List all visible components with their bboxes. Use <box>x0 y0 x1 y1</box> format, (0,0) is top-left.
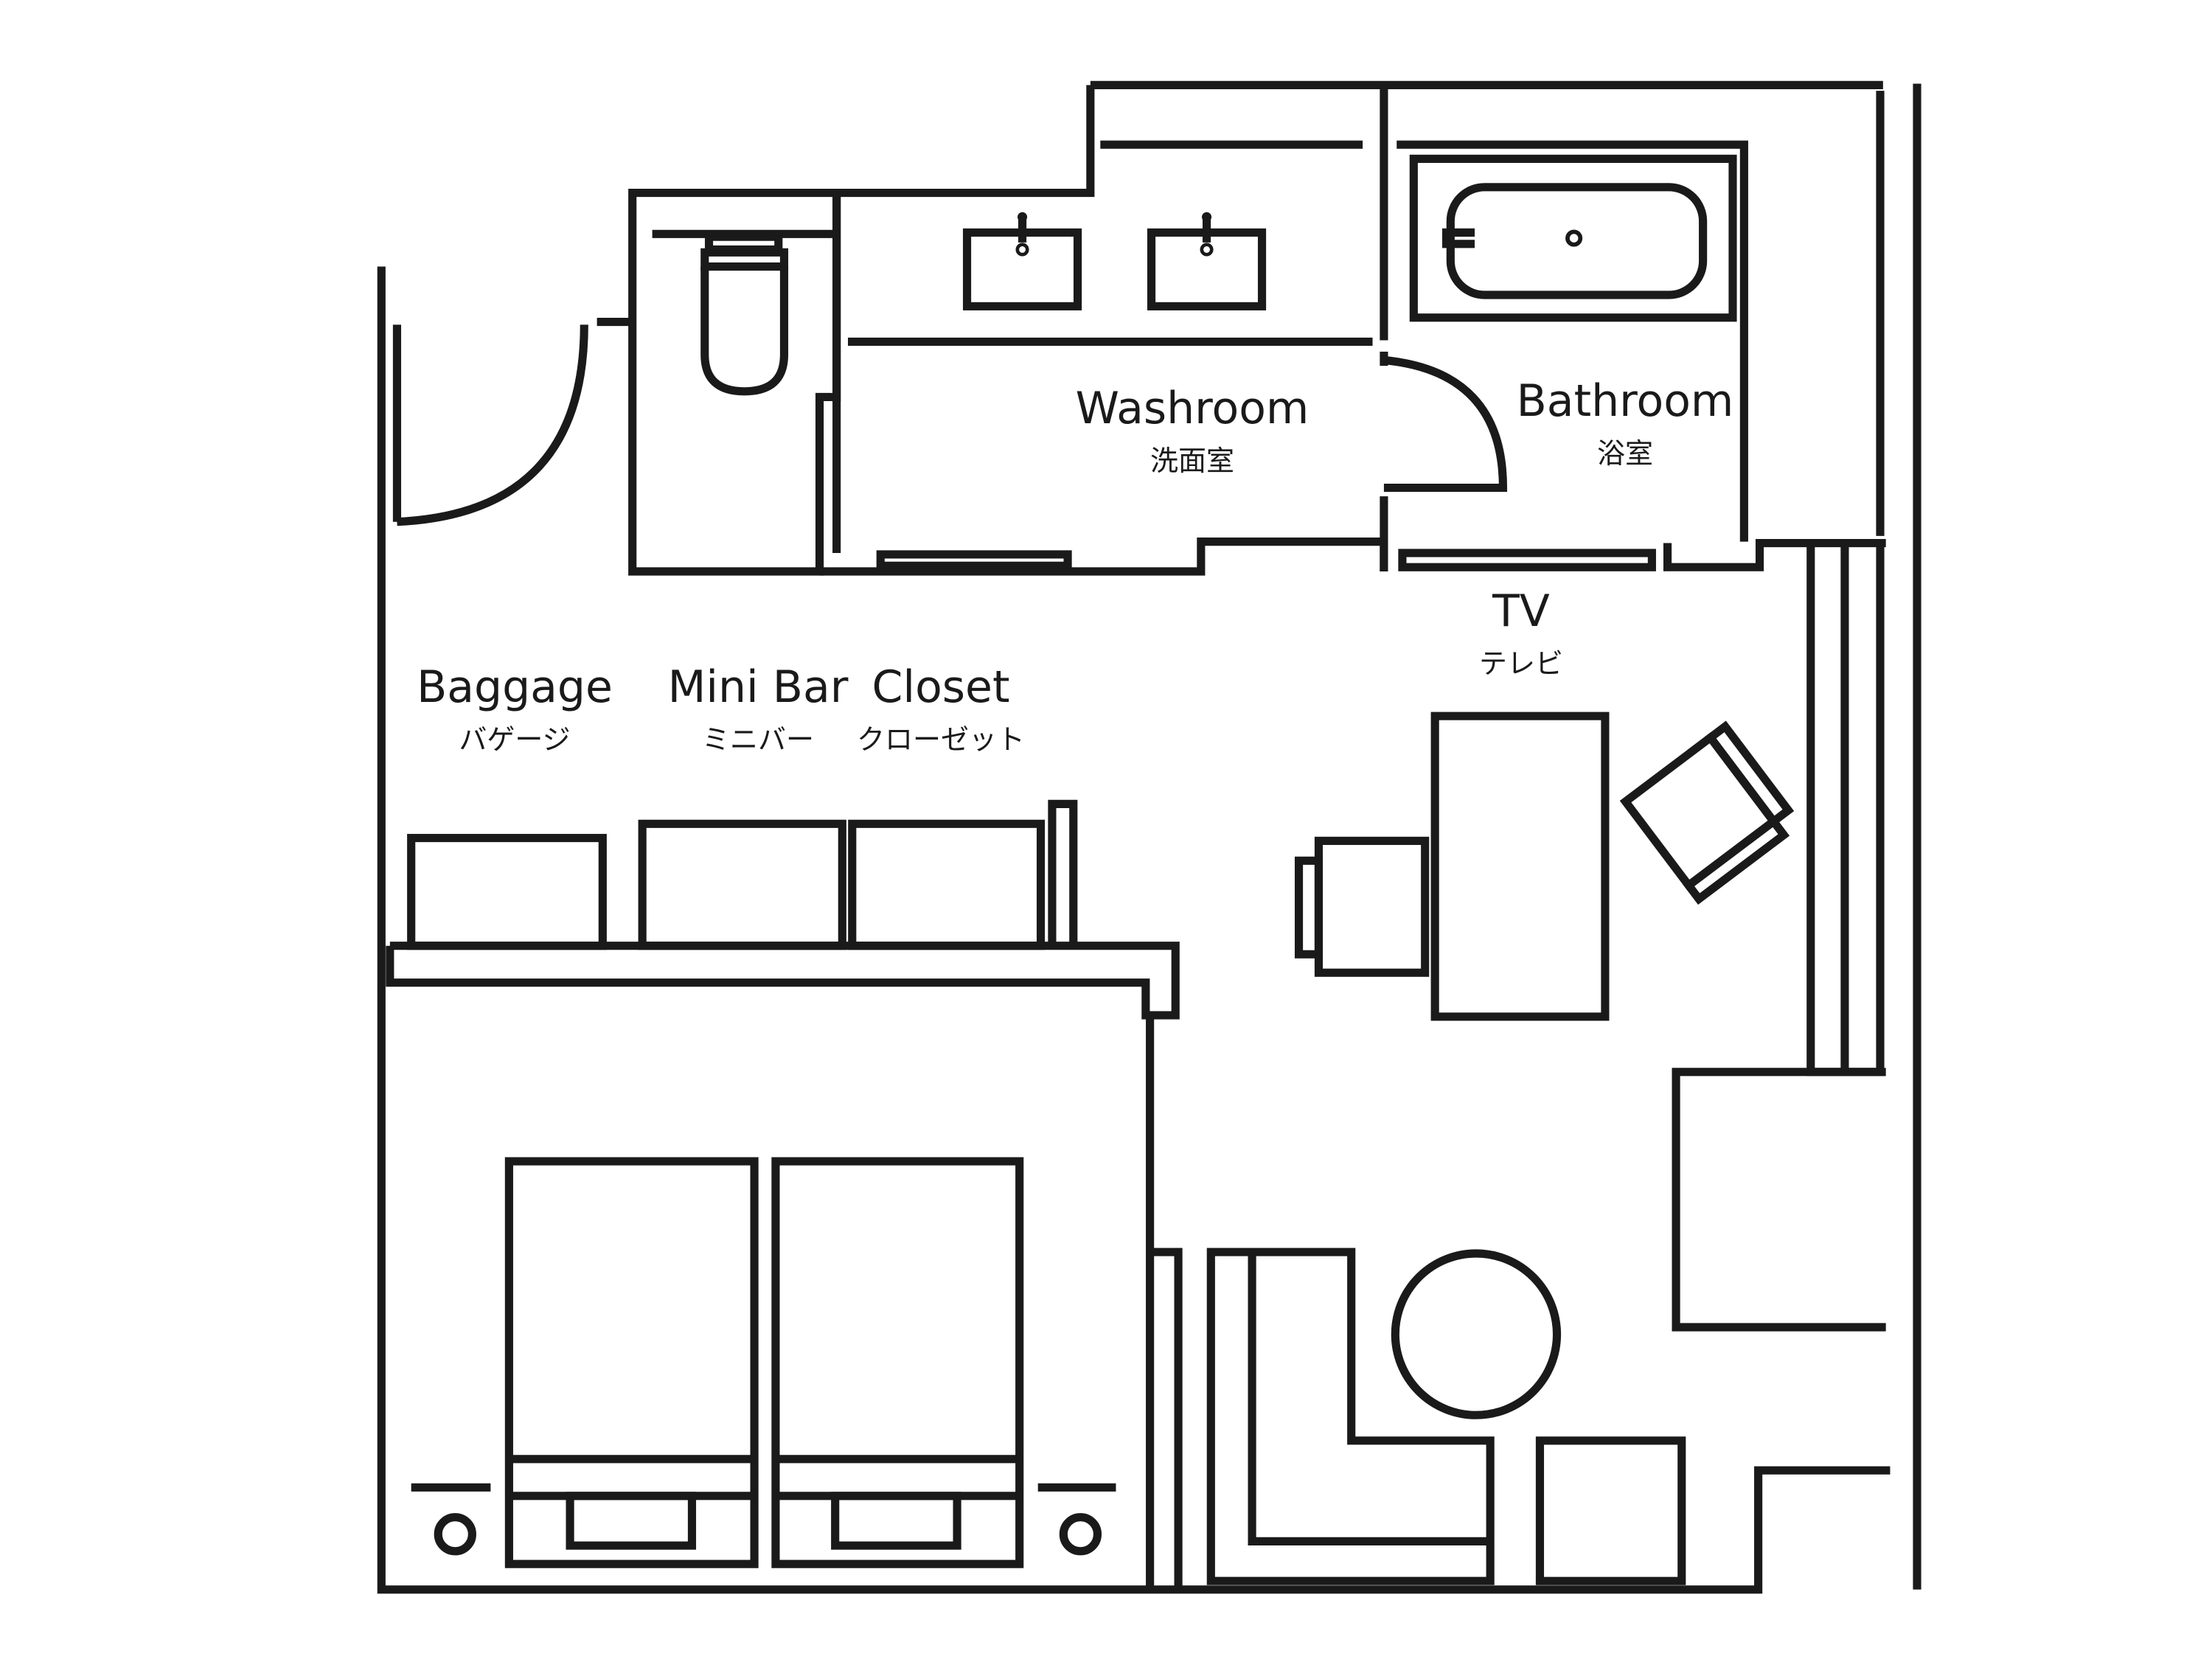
label-washroom-ja: 洗面室 <box>1150 445 1235 477</box>
label-baggage-en: Baggage <box>417 661 613 713</box>
storage-row <box>386 799 1180 1020</box>
label-baggage-ja: バゲージ <box>459 723 571 756</box>
label-minibar: Mini Bar ミニバー <box>668 665 849 754</box>
label-minibar-en: Mini Bar <box>667 661 849 713</box>
desk-and-chairs <box>1294 712 1795 1021</box>
label-minibar-ja: ミニバー <box>701 723 814 756</box>
label-tv: TV テレビ <box>1479 589 1563 678</box>
nightstand-lamps <box>411 1483 1116 1556</box>
label-washroom: Washroom 洗面室 <box>1076 386 1310 475</box>
partition-wall <box>1146 1015 1183 1590</box>
outer-walls <box>377 80 1921 1594</box>
window-frame <box>1672 543 1886 1332</box>
label-bathroom: Bathroom 浴室 <box>1517 379 1734 467</box>
tv-unit <box>1398 549 1656 571</box>
bathroom-door <box>1383 355 1508 493</box>
label-bathroom-en: Bathroom <box>1516 375 1734 427</box>
washroom-fixtures <box>832 140 1373 570</box>
label-closet: Closet クローゼット <box>857 665 1025 754</box>
bathtub-icon <box>1397 140 1748 542</box>
label-washroom-en: Washroom <box>1075 383 1310 434</box>
sofa-and-table <box>1206 1248 1686 1585</box>
label-tv-ja: テレビ <box>1478 647 1564 680</box>
label-bathroom-ja: 浴室 <box>1596 437 1654 470</box>
label-tv-en: TV <box>1492 585 1550 637</box>
twin-beds <box>504 1157 1024 1568</box>
toilet-icon <box>652 229 837 396</box>
label-baggage: Baggage バゲージ <box>417 665 613 754</box>
entrance-door <box>392 317 630 526</box>
label-closet-en: Closet <box>872 661 1010 713</box>
label-closet-ja: クローゼット <box>856 723 1026 756</box>
